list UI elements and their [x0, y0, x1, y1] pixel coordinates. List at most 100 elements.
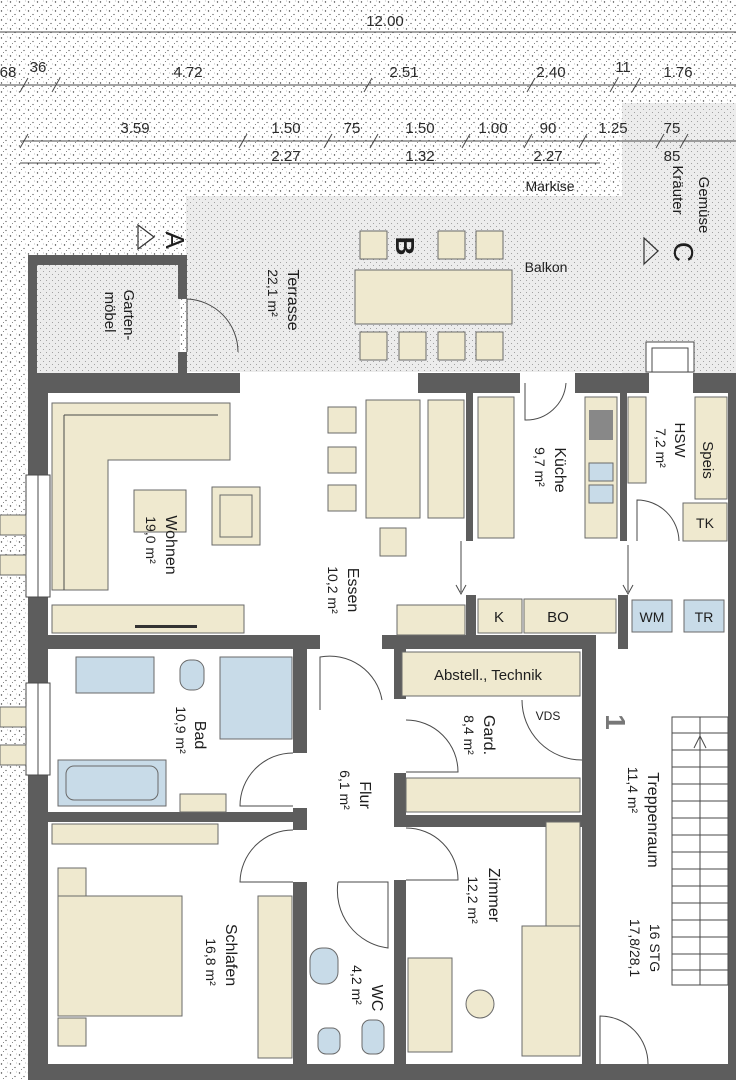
flur-name: Flur [356, 781, 373, 809]
dim-row1-e: 2.40 [536, 64, 565, 81]
gemuese-label: Gemüse [695, 177, 712, 234]
shower [219, 656, 293, 740]
hsw-name: HSW [671, 423, 688, 459]
tk-label: TK [696, 515, 715, 531]
west-windows [0, 474, 51, 776]
essen-arrow [455, 541, 467, 596]
double-bed [57, 895, 183, 1017]
dim-row2-a: 3.59 [120, 120, 149, 137]
wardrobe-gard [405, 777, 581, 813]
dimension-lines [0, 31, 736, 164]
hsw-area: 7,2 m² [653, 428, 669, 468]
terrasse-area: 22,1 m² [265, 269, 281, 317]
gartenmoebel-label-1: Garten- [120, 290, 137, 341]
stair-steps: 16 STG [647, 924, 663, 972]
washer-wm [631, 599, 673, 633]
markise-label: Markise [525, 178, 574, 194]
terrace-chair-7 [475, 331, 504, 361]
abstell-technik-unit [401, 651, 581, 697]
section-c-arrow [643, 236, 659, 266]
vds-door-swing [521, 699, 583, 761]
abstell-label: Abstell., Technik [434, 667, 543, 684]
double-vanity [75, 656, 155, 694]
interior-walls [48, 393, 628, 1064]
dim-row1-d: 2.51 [389, 64, 418, 81]
kitchen-door-swing [524, 382, 567, 421]
wc-basin [361, 1019, 385, 1055]
herb-bed [622, 103, 736, 373]
sofa-back-line [63, 414, 218, 590]
zimmer-door-swing [405, 827, 459, 881]
zimmer-bed [521, 925, 581, 1057]
bad-name: Bad [191, 721, 208, 749]
k-label: K [494, 609, 504, 626]
terrace-chair-5 [398, 331, 427, 361]
gard-name: Gard. [480, 715, 497, 755]
dim-row3-c: 2.27 [533, 148, 562, 165]
dining-chair-3 [327, 484, 357, 512]
section-b-marker: B [390, 237, 420, 256]
staircase [671, 716, 729, 986]
essen-area: 10,2 m² [325, 566, 341, 614]
section-c-marker: C [668, 242, 699, 262]
speis-shelf [694, 396, 728, 500]
dim-total: 12.00 [366, 13, 404, 30]
terrace-table [354, 269, 513, 325]
zimmer-area: 12,2 m² [465, 876, 481, 924]
garden-shed-wall-left [28, 255, 37, 373]
speis-name: Speis [699, 441, 716, 479]
wm-label: WM [640, 609, 665, 625]
sofa-l-shape [51, 402, 231, 591]
dryer-tr [683, 599, 725, 633]
bedroom-wardrobe [51, 823, 219, 845]
dim-row3-d: 85 [664, 148, 681, 165]
coffee-table [133, 489, 187, 533]
toilet-bad [179, 659, 205, 691]
dim-row2-f: 90 [540, 120, 557, 137]
dim-row1-c: 4.72 [173, 64, 202, 81]
dim-row2-e: 1.00 [478, 120, 507, 137]
wc-door-swing [336, 881, 389, 949]
vds-label: VDS [536, 709, 561, 723]
dim-row1-g: 1.76 [663, 64, 692, 81]
dim-row1-a: 68 [0, 64, 16, 81]
gartenmoebel-label-2: möbel [101, 292, 118, 333]
tv-sideboard [51, 604, 245, 634]
bad-area: 10,9 m² [173, 706, 189, 754]
kueche-area: 9,7 m² [532, 447, 548, 487]
garden-shed-wall-top [28, 255, 186, 265]
cooktop [589, 410, 613, 440]
hsw-shelf [627, 396, 647, 484]
dining-chair-2 [327, 446, 357, 474]
bo-label: BO [547, 609, 569, 626]
armchair-seat [219, 494, 253, 538]
hsw-door-swing [636, 499, 680, 542]
dining-chair-1 [327, 406, 357, 434]
wohnen-name: Wohnen [162, 515, 179, 574]
garden-shed-wall-right-low [178, 352, 187, 373]
essen-name: Essen [344, 568, 361, 612]
terrace-chair-6 [437, 331, 466, 361]
kitchen-island [477, 396, 515, 539]
treppenraum-area: 11,4 m² [625, 767, 641, 814]
nightstand-1 [57, 867, 87, 897]
terrace-chair-3 [475, 230, 504, 260]
kitchen-sink-2 [588, 484, 614, 504]
hsw-arrow [622, 545, 634, 596]
shed-door-swing [186, 298, 239, 353]
entrance-door-swing [599, 1015, 649, 1065]
schlafen-area: 16,8 m² [203, 938, 219, 986]
zimmer-wardrobe [545, 821, 581, 927]
gard-area: 8,4 m² [461, 715, 477, 755]
section-a-arrow [137, 223, 155, 251]
zimmer-name: Zimmer [485, 868, 502, 923]
kitchen-sink-1 [588, 462, 614, 482]
wc-name: WC [368, 985, 385, 1012]
dining-chair-4 [379, 527, 407, 557]
dim-row2-h: 75 [664, 120, 681, 137]
bathtub-inner [65, 765, 159, 801]
treppenraum-name: Treppenraum [644, 772, 661, 867]
essen-door-swing [319, 655, 383, 710]
terrace-chair-4 [359, 331, 388, 361]
